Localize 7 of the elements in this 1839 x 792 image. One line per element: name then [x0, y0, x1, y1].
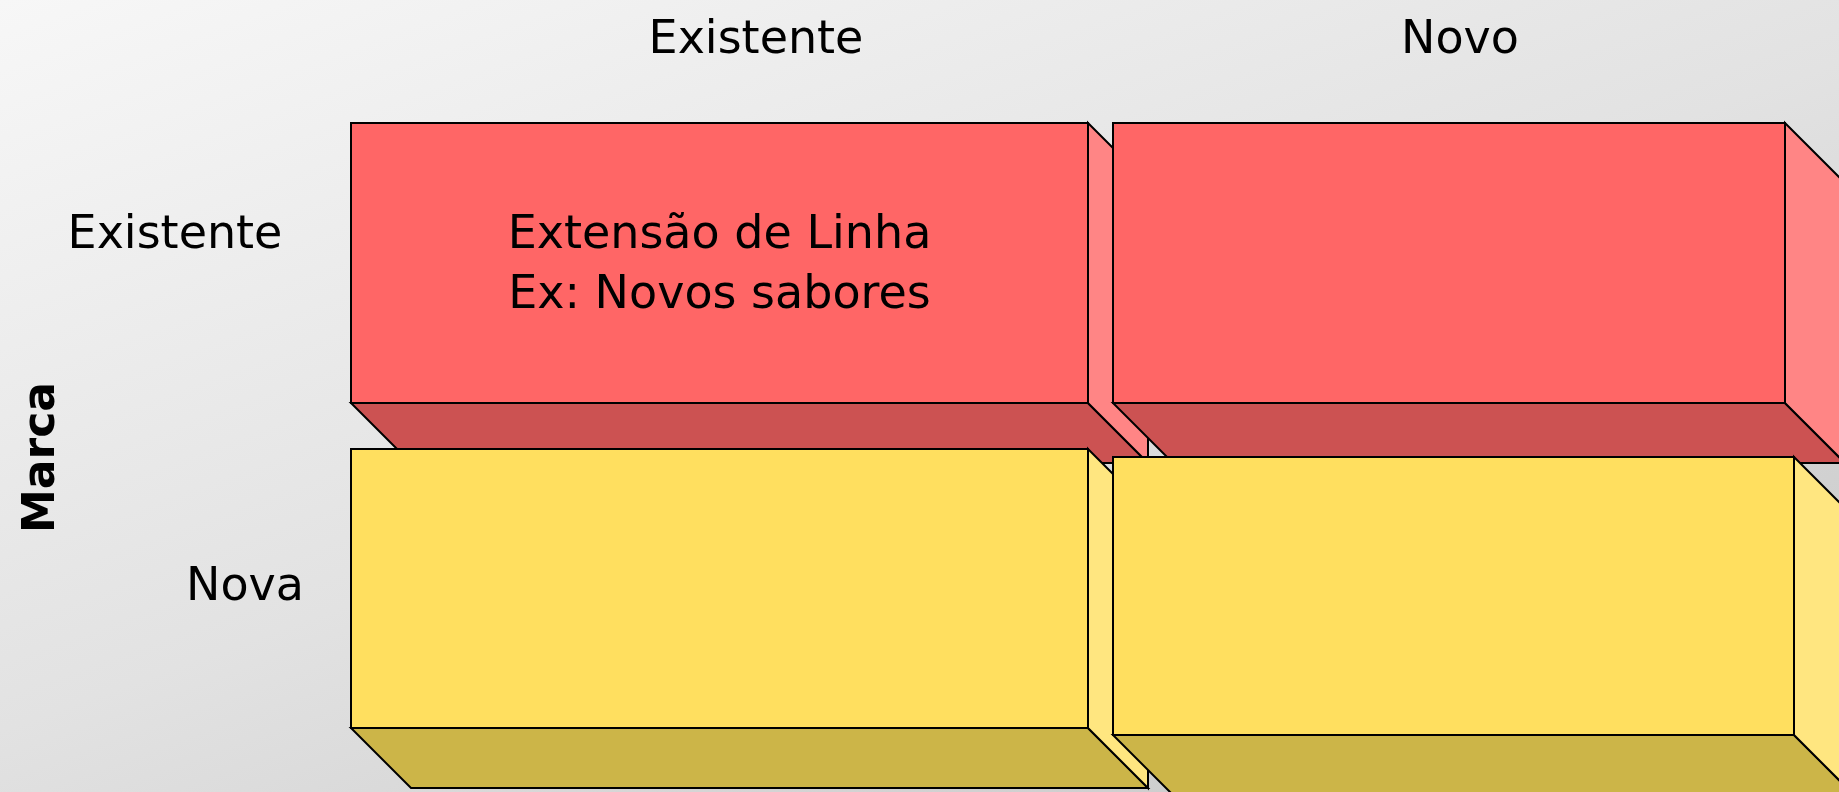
column-heading: Existente	[648, 10, 864, 64]
row-heading: Nova	[186, 557, 304, 611]
cell-text: Extensão de Linha	[507, 204, 932, 262]
cell-text: Ex: Novos sabores	[508, 264, 931, 321]
column-heading: Novo	[1401, 10, 1519, 64]
row-heading: Existente	[67, 205, 283, 259]
axis-title: Marca	[12, 381, 64, 533]
